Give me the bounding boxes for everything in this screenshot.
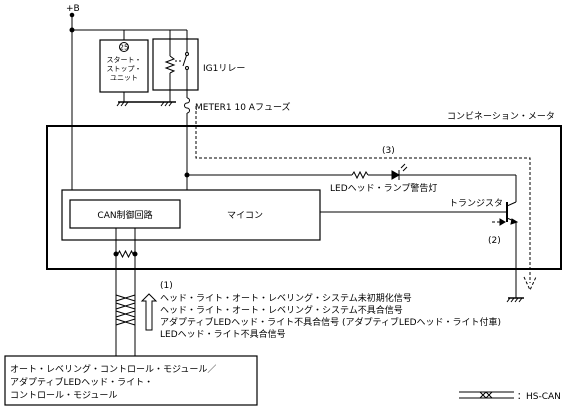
start-stop-unit-number: 25 [120,44,129,52]
combination-meter-label: コンビネーション・メータ [447,111,555,122]
relay-box [152,38,199,91]
combination-meter-box [46,125,562,270]
marker-1: (1) [160,281,173,291]
fuse-label: METER1 10 Aフューズ [195,101,291,113]
signal-item: LEDヘッド・ライト不具合信号 [160,328,286,340]
can-twisted-pair [115,294,136,326]
start-stop-unit-label-2: ストップ・ [107,65,142,73]
marker-3: (3) [382,146,395,156]
start-stop-unit-label-1: スタート・ [107,55,142,64]
start-stop-unit-number-badge [119,42,129,52]
can-circuit-label: CAN制御回路 [97,209,152,221]
signal-item: ヘッド・ライト・オート・レベリング・システム未初期化信号 [160,292,412,304]
microcomputer-label: マイコン [227,211,263,221]
led-resistor [351,170,369,180]
control-module-label-2: アダプティブLEDヘッド・ライト・ [10,376,153,388]
signal-arrow [140,293,158,331]
control-module-label-1: オート・レベリング・コントロール・モジュール／ [10,363,216,375]
led-lamp-label: LEDヘッド・ランプ警告灯 [330,182,437,194]
fuse-symbol [184,97,190,114]
start-stop-unit-label-3: ユニット [110,74,138,82]
control-module-label-3: コントロール・モジュール [10,391,117,401]
marker-2: (2) [488,236,501,246]
led-symbol [391,170,401,180]
control-module-box [4,355,258,406]
supply-label: +B [66,4,80,14]
legend-label: ：HS-CAN [517,392,561,402]
signal-item: アダプティブLEDヘッド・ライト不具合信号 (アダプティブLEDヘッド・ライト付… [160,316,501,328]
legend-twist [479,391,493,399]
transistor-label: トランジスタ [449,198,503,209]
signal-item: ヘッド・ライト・オート・レベリング・システム不具合信号 [160,304,403,316]
microcomputer-box [61,189,321,241]
can-circuit-box [69,199,181,229]
relay-label: IG1リレー [203,64,245,74]
